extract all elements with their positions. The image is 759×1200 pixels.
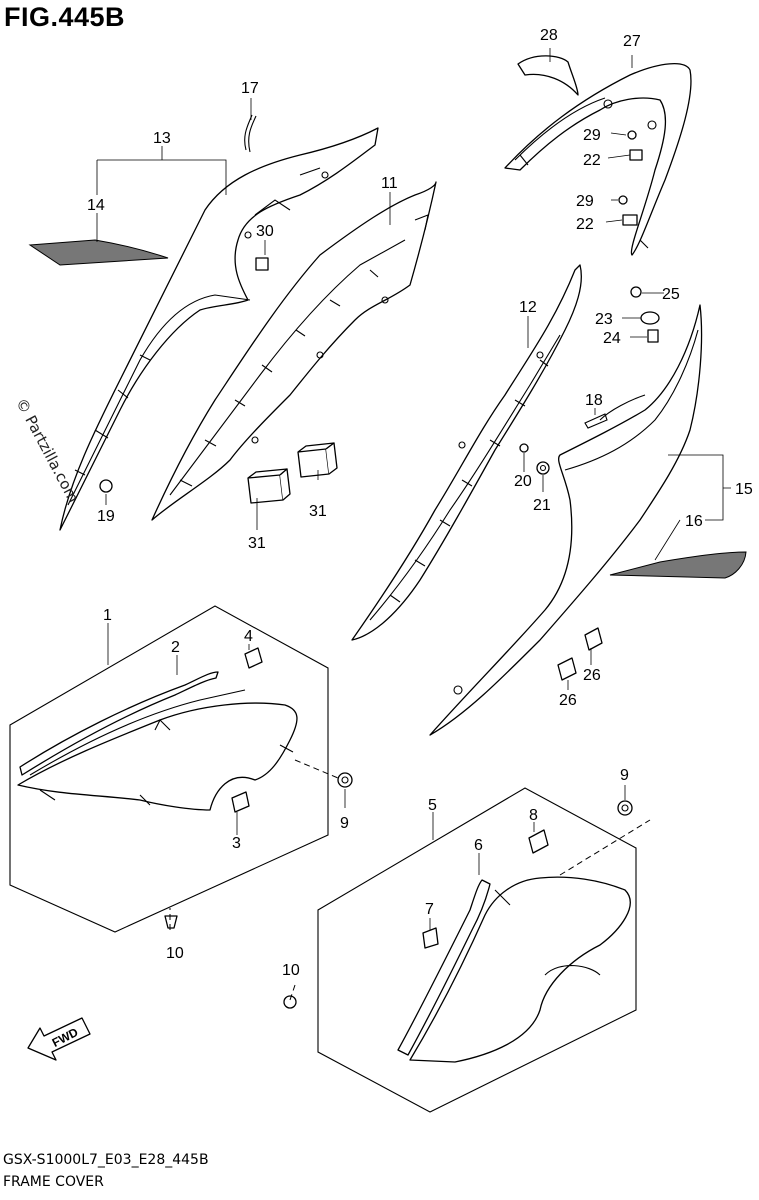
part-24-collar[interactable] (647, 329, 659, 343)
part-21-grommet[interactable] (536, 461, 550, 475)
callout-15[interactable]: 15 (735, 481, 753, 498)
callout-12[interactable]: 12 (519, 299, 537, 316)
part-22-nut-a[interactable] (629, 149, 643, 161)
callout-14[interactable]: 14 (87, 197, 105, 214)
callout-31-right[interactable]: 31 (309, 503, 327, 520)
callout-21[interactable]: 21 (533, 497, 551, 514)
callout-16[interactable]: 16 (685, 513, 703, 530)
inner-cover-left-11[interactable] (151, 181, 437, 521)
callout-4[interactable]: 4 (244, 628, 253, 645)
part-22-nut-b[interactable] (622, 214, 638, 226)
part-10-clip-a[interactable] (164, 915, 178, 929)
part-17-seal[interactable] (244, 114, 257, 153)
assembly-box-1 (9, 605, 329, 933)
callout-2[interactable]: 2 (171, 639, 180, 656)
trim-strip-2[interactable] (19, 671, 219, 776)
callout-22-bottom[interactable]: 22 (576, 216, 594, 233)
callout-13[interactable]: 13 (153, 130, 171, 147)
label-7[interactable] (422, 927, 439, 949)
callout-18[interactable]: 18 (585, 392, 603, 409)
part-9-grommet-b[interactable] (617, 800, 633, 816)
leader-lines (96, 48, 731, 930)
rear-cover-emblem-16[interactable] (609, 551, 747, 579)
callout-20[interactable]: 20 (514, 473, 532, 490)
fwd-arrow: FWD (27, 1017, 91, 1061)
callout-17[interactable]: 17 (241, 80, 259, 97)
callout-27[interactable]: 27 (623, 33, 641, 50)
callout-30[interactable]: 30 (256, 223, 274, 240)
section-name: FRAME COVER (3, 1174, 104, 1190)
inner-cover-right-12[interactable] (351, 264, 582, 641)
part-31-pad-b[interactable] (297, 442, 338, 478)
callout-9-left[interactable]: 9 (340, 815, 349, 832)
rear-cover-emblem-14[interactable] (28, 239, 169, 266)
trim-strip-6[interactable] (397, 879, 491, 1056)
callout-26-right[interactable]: 26 (583, 667, 601, 684)
part-9-grommet-a[interactable] (337, 772, 353, 788)
assembly-box-5 (317, 787, 637, 1113)
part-23-washer[interactable] (640, 311, 660, 325)
callout-23[interactable]: 23 (595, 311, 613, 328)
callout-24[interactable]: 24 (603, 330, 621, 347)
callout-7[interactable]: 7 (425, 901, 434, 918)
frame-cover-left-1[interactable] (17, 689, 298, 811)
part-29-screw-b[interactable] (618, 195, 628, 205)
part-26-pad-a[interactable] (584, 627, 603, 651)
part-20-bolt[interactable] (519, 443, 529, 453)
rear-frame-cover-left[interactable] (59, 127, 379, 531)
part-19-clip[interactable] (99, 479, 113, 493)
callout-6[interactable]: 6 (474, 837, 483, 854)
callout-22-top[interactable]: 22 (583, 152, 601, 169)
callout-26-left[interactable]: 26 (559, 692, 577, 709)
callout-10-left[interactable]: 10 (166, 945, 184, 962)
model-code: GSX-S1000L7_E03_E28_445B (3, 1152, 209, 1168)
callout-9-right[interactable]: 9 (620, 767, 629, 784)
part-29-screw-a[interactable] (627, 130, 637, 140)
callout-3[interactable]: 3 (232, 835, 241, 852)
part-25-screw[interactable] (630, 286, 642, 298)
callout-5[interactable]: 5 (428, 797, 437, 814)
label-8[interactable] (528, 829, 549, 854)
callout-8[interactable]: 8 (529, 807, 538, 824)
callout-19[interactable]: 19 (97, 508, 115, 525)
rear-frame-cover-right-15[interactable] (429, 304, 703, 736)
callout-labels: 1 2 3 4 5 6 7 8 9 9 10 10 11 12 13 14 15… (87, 27, 753, 979)
callout-29-bottom[interactable]: 29 (576, 193, 594, 210)
part-28-seal[interactable] (517, 55, 579, 96)
part-31-pad-a[interactable] (247, 468, 291, 504)
label-3[interactable] (231, 791, 250, 813)
label-4[interactable] (244, 647, 263, 669)
callout-1[interactable]: 1 (103, 607, 112, 624)
tail-cover-27[interactable] (504, 63, 692, 256)
callout-25[interactable]: 25 (662, 286, 680, 303)
callout-10-right[interactable]: 10 (282, 962, 300, 979)
callout-29-top[interactable]: 29 (583, 127, 601, 144)
frame-cover-right-5[interactable] (409, 876, 631, 1063)
callout-28[interactable]: 28 (540, 27, 558, 44)
figure-title: FIG.445B (4, 2, 126, 32)
callout-11[interactable]: 11 (381, 175, 398, 192)
part-10-clip-b[interactable] (283, 995, 297, 1009)
part-30-nut[interactable] (255, 257, 269, 271)
callout-31-left[interactable]: 31 (248, 535, 266, 552)
part-18-seal[interactable] (584, 413, 608, 429)
part-26-pad-b[interactable] (557, 657, 577, 681)
